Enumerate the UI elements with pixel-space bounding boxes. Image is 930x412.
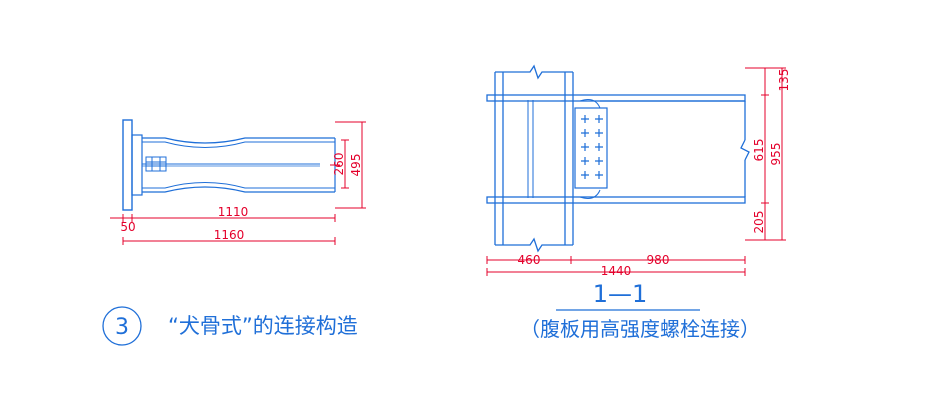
beam-bottom-flange-inner (142, 182, 335, 189)
right-section-detail: 460 980 1440 135 615 205 955 1—1 (486, 64, 791, 341)
bolt-pattern (581, 115, 603, 179)
column (494, 64, 574, 253)
dim-1440: 1440 (601, 264, 632, 278)
right-v-dimensions: 135 615 205 955 (745, 67, 791, 241)
dim-1160: 1160 (214, 228, 245, 242)
right-h-dimensions: 460 980 1440 (486, 253, 746, 278)
shear-plate (574, 107, 608, 189)
left-caption: “犬骨式”的连接构造 (168, 314, 358, 338)
right-caption: （腹板用高强度螺栓连接） (520, 317, 760, 341)
left-dimensions: 1110 50 1160 260 495 (110, 121, 366, 245)
dim-955: 955 (769, 143, 783, 166)
left-dogbone-detail: 1110 50 1160 260 495 3 “犬骨式”的连接构造 (102, 119, 366, 346)
dim-260: 260 (332, 153, 346, 176)
dim-615: 615 (752, 139, 766, 162)
beam-bottom-flange (142, 186, 335, 193)
dim-50: 50 (120, 220, 135, 234)
beam-top-flange-inner (142, 141, 335, 148)
dim-495: 495 (349, 154, 363, 177)
beam-top-flange (142, 137, 335, 144)
dim-205: 205 (752, 211, 766, 234)
end-plate (131, 134, 143, 196)
dim-980: 980 (647, 253, 670, 267)
detail-number-circle (102, 306, 142, 346)
section-label: 1—1 (593, 280, 648, 308)
detail-number: 3 (115, 315, 129, 340)
dim-1110: 1110 (218, 205, 249, 219)
beam (486, 94, 750, 204)
dim-460: 460 (518, 253, 541, 267)
column-flange-plate (122, 119, 133, 211)
dim-135: 135 (777, 69, 791, 92)
